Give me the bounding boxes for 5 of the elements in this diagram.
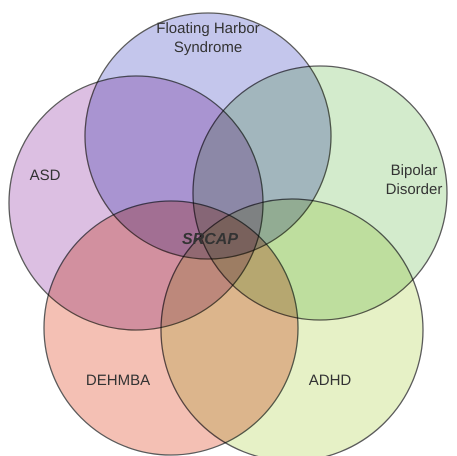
set-label: ADHD	[308, 371, 352, 390]
set-label: Floating Harbor Syndrome	[155, 19, 261, 57]
set-label: Bipolar Disorder	[384, 161, 444, 199]
set-label: ASD	[28, 166, 62, 185]
set-label: DEHMBA	[84, 371, 152, 390]
